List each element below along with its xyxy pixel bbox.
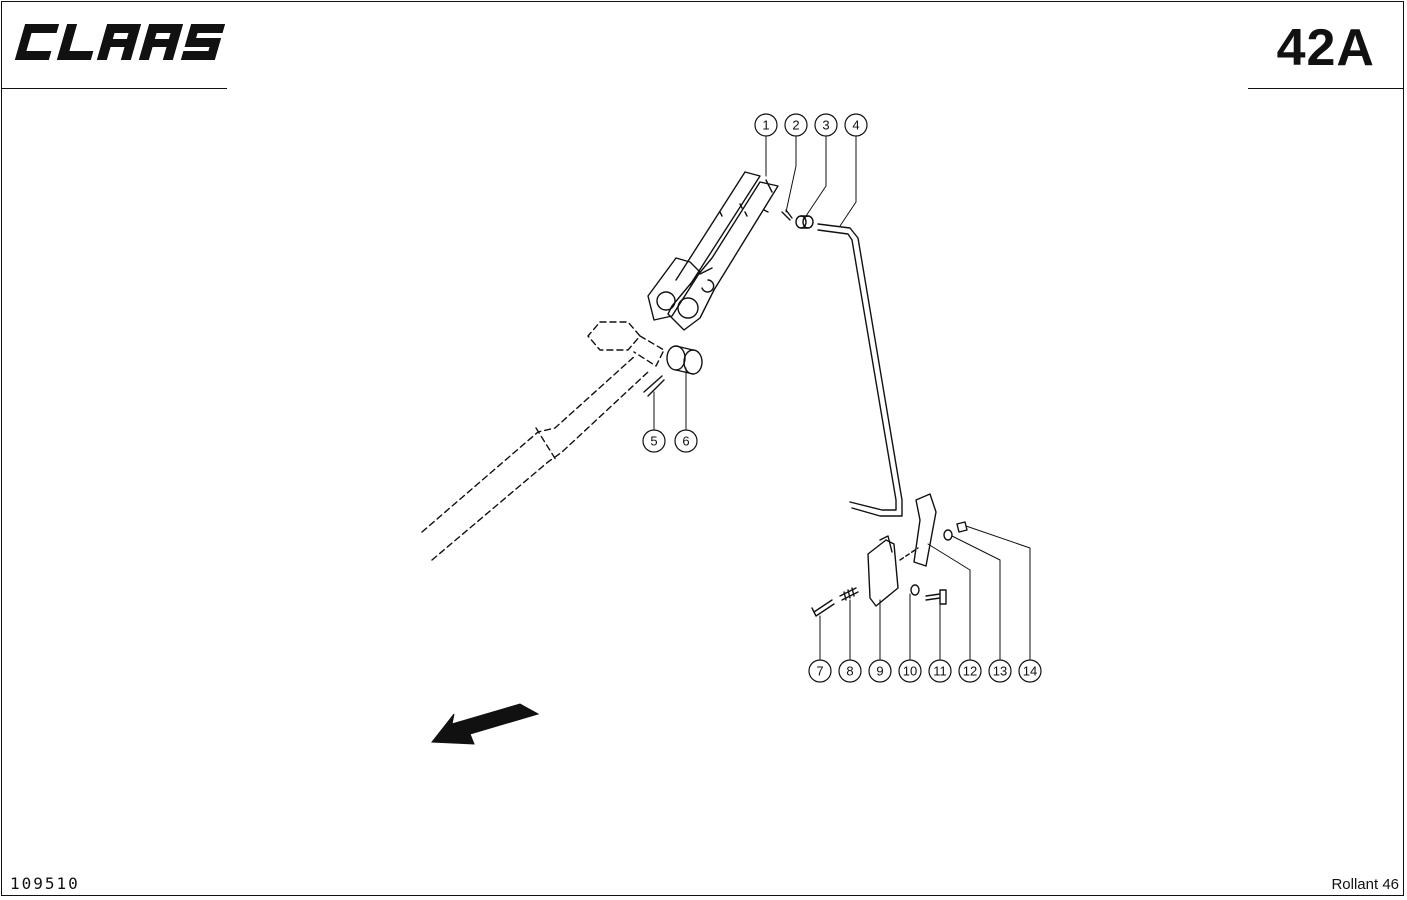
part-5-pin xyxy=(643,375,665,397)
callout-label-4: 4 xyxy=(852,118,859,133)
callout-label-7: 7 xyxy=(816,664,823,679)
callout-3 xyxy=(814,113,838,137)
callout-9 xyxy=(868,659,892,683)
part-11-bolt xyxy=(925,589,947,605)
callout-label-2: 2 xyxy=(792,118,799,133)
callout-label-5: 5 xyxy=(650,434,657,449)
part-1-bracket xyxy=(647,171,779,331)
callout-11 xyxy=(928,659,952,683)
header-rule-left xyxy=(1,88,227,89)
callout-label-8: 8 xyxy=(846,664,853,679)
drawbar-phantom xyxy=(421,321,665,561)
callout-2 xyxy=(784,113,808,137)
part-9-plate xyxy=(867,539,899,607)
callout-label-9: 9 xyxy=(876,664,883,679)
callout-label-10: 10 xyxy=(903,664,917,679)
part-6-sleeve xyxy=(666,345,703,375)
direction-arrow-icon xyxy=(431,703,540,745)
header-rule-right xyxy=(1248,88,1404,89)
part-13-washer xyxy=(943,529,953,541)
callout-label-6: 6 xyxy=(682,434,689,449)
claas-logo xyxy=(14,24,226,60)
callout-10 xyxy=(898,659,922,683)
callout-circles xyxy=(642,113,1042,683)
part-4-rod xyxy=(817,223,903,517)
part-10-washer xyxy=(910,584,920,596)
callout-8 xyxy=(838,659,862,683)
callout-7 xyxy=(808,659,832,683)
callout-label-13: 13 xyxy=(993,664,1007,679)
part-7-bolt xyxy=(811,599,835,617)
callout-14 xyxy=(1018,659,1042,683)
model-name: Rollant 46 xyxy=(1331,876,1399,893)
callout-label-3: 3 xyxy=(822,118,829,133)
part-12-lever xyxy=(913,493,937,567)
part-3-bushing xyxy=(795,215,814,229)
callout-5 xyxy=(642,429,666,453)
leader-lines xyxy=(653,136,1031,660)
part-14-nut xyxy=(956,521,968,533)
part-2-pin xyxy=(781,209,793,221)
page-number: 42A xyxy=(1276,19,1375,77)
callout-label-11: 11 xyxy=(933,664,947,679)
part-8-spring xyxy=(839,587,859,601)
callout-12 xyxy=(958,659,982,683)
document-number: 109510 xyxy=(10,874,80,893)
callout-6 xyxy=(674,429,698,453)
callout-label-14: 14 xyxy=(1023,664,1037,679)
lower-lever-assembly xyxy=(811,493,968,617)
callout-label-12: 12 xyxy=(963,664,977,679)
callout-1 xyxy=(754,113,778,137)
callout-13 xyxy=(988,659,1012,683)
callout-label-1: 1 xyxy=(762,118,769,133)
callout-labels: 1 2 3 4 5 6 7 8 9 10 11 12 13 14 xyxy=(650,118,1037,679)
callout-4 xyxy=(844,113,868,137)
